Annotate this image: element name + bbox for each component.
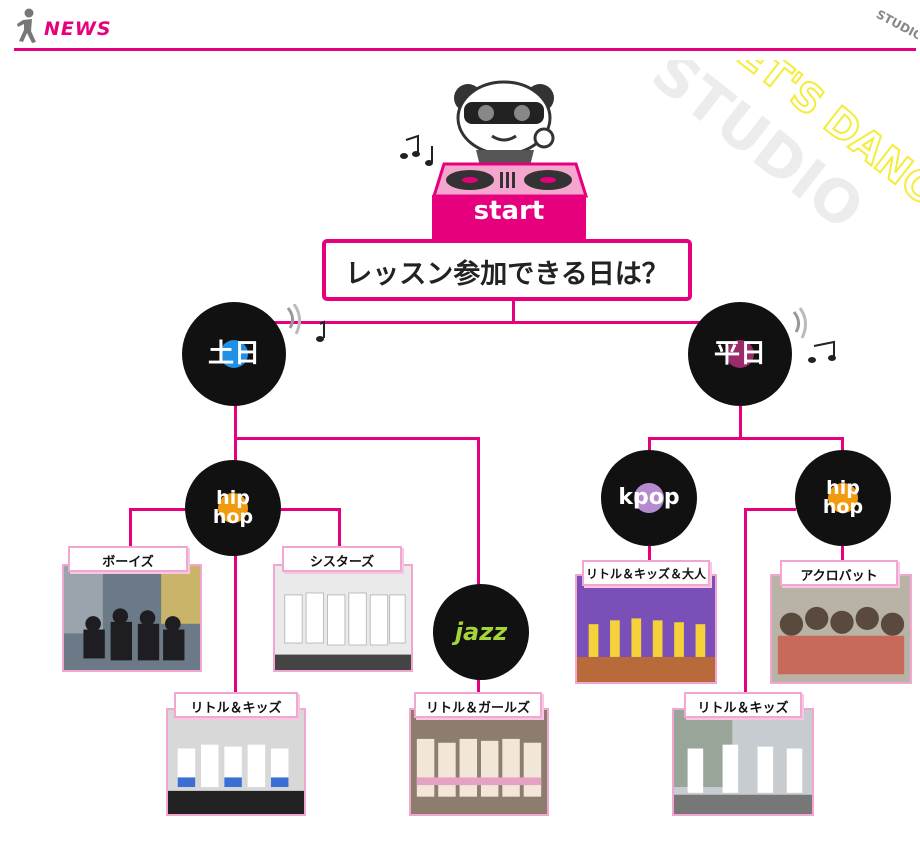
connector-line: [234, 321, 742, 324]
class-photo-boys[interactable]: [62, 564, 202, 672]
genre-hiphop-line1: hip: [826, 477, 860, 499]
connector-line: [744, 508, 747, 696]
sound-wave-icon: [286, 304, 325, 342]
branch-weekday-label: 平日: [713, 339, 766, 369]
connector-line: [234, 437, 480, 440]
genre-kpop[interactable]: kpop: [601, 450, 697, 546]
class-label-little-kids-weekend: リトル＆キッズ: [174, 692, 298, 718]
sound-wave-icon: [792, 307, 836, 363]
panda-dj-icon: [431, 80, 589, 198]
class-photo-acrobat[interactable]: [770, 574, 912, 684]
connector-line: [338, 508, 341, 550]
class-photo-little-girls[interactable]: [409, 708, 549, 816]
connector-line: [648, 437, 651, 457]
connector-line: [739, 400, 742, 440]
connector-line: [129, 508, 132, 550]
genre-hiphop-weekday[interactable]: hip hop: [795, 450, 891, 546]
music-note-icon: [400, 134, 433, 166]
connector-line: [512, 301, 515, 323]
start-console: [432, 195, 586, 239]
connector-line: [648, 437, 844, 440]
question-text: レッスン参加できる日は？: [345, 259, 669, 290]
genre-kpop-label: kpop: [618, 485, 680, 510]
genre-hiphop-line2: hop: [822, 496, 864, 518]
class-label-acrobat: アクロバット: [780, 560, 898, 586]
connector-line: [477, 437, 480, 587]
connector-line: [234, 540, 237, 695]
class-label-sisters: シスターズ: [282, 546, 402, 572]
connector-line: [744, 508, 796, 511]
genre-hiphop-line2: hop: [212, 506, 254, 528]
genre-hiphop-line1: hip: [216, 487, 250, 509]
runner-icon: [17, 8, 36, 43]
question-box: [322, 239, 692, 301]
background-slogan: STUDIO LET'S DANCE: [639, 60, 920, 243]
header-divider: [14, 48, 916, 51]
class-label-little-girls: リトル＆ガールズ: [414, 692, 542, 718]
class-label-little-kids-adult: リトル＆キッズ＆大人: [582, 560, 710, 586]
branch-weekend-label: 土日: [207, 339, 260, 369]
class-photo-sisters[interactable]: [273, 564, 413, 672]
connector-line: [477, 670, 480, 692]
connector-line: [234, 437, 237, 467]
genre-jazz[interactable]: jazz: [433, 584, 529, 680]
connector-line: [841, 437, 844, 457]
branch-weekend[interactable]: 土日: [182, 302, 286, 406]
genre-jazz-label: jazz: [454, 618, 508, 646]
connector-line: [648, 540, 651, 562]
class-photo-little-kids-weekend[interactable]: [166, 708, 306, 816]
genre-hiphop-weekend[interactable]: hip hop: [185, 460, 281, 556]
studio-logo: STUDIO G: [874, 7, 918, 50]
class-photo-little-kids-weekday[interactable]: [672, 708, 814, 816]
class-label-little-kids-weekday: リトル＆キッズ: [684, 692, 802, 718]
class-photo-little-kids-adult[interactable]: [575, 574, 717, 684]
news-title: NEWS: [44, 18, 112, 40]
start-label: start: [473, 196, 545, 226]
branch-weekday[interactable]: 平日: [688, 302, 792, 406]
connector-line: [234, 400, 237, 440]
class-label-boys: ボーイズ: [68, 546, 188, 572]
connector-line: [841, 540, 844, 562]
logo-text: STUDIO G: [874, 7, 918, 50]
